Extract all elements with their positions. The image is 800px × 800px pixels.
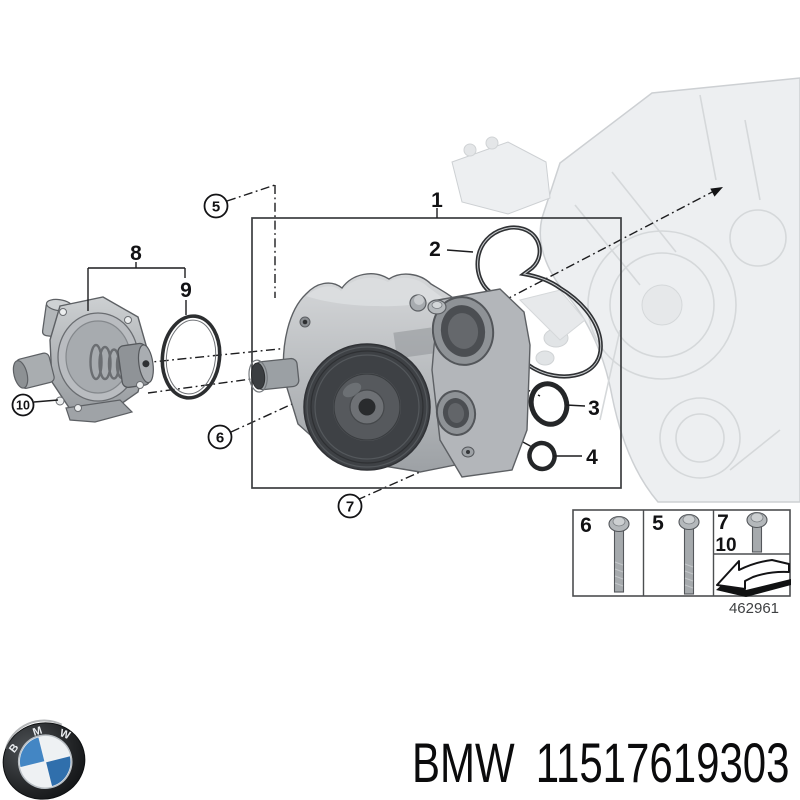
bracket-8 [87,262,186,311]
legend-cell-7-10: 7 10 [715,511,791,597]
o-ring-3 [528,381,570,427]
arrowhead [710,187,723,197]
legend-cell-6: 6 [580,514,630,593]
pulley [303,343,431,471]
logo-letter-w: W [58,727,72,742]
callout-1: 1 [431,189,443,212]
callout-8: 8 [130,242,142,265]
o-ring-9 [160,314,222,400]
thermostat-plug [117,342,154,389]
flange-foot [65,399,134,423]
callout-9: 9 [180,279,192,302]
bmw-roundel-logo: B M W [2,719,86,800]
legend-cell-5: 5 [652,512,700,595]
o-ring-4 [527,440,557,472]
inlet-nozzle [248,357,300,393]
legend-box: 6 5 7 10 [572,509,791,617]
callout-5: 5 [212,199,220,216]
short-bolt-icon [746,511,768,553]
brand-text: BMW [412,732,515,794]
long-bolt-icon [608,515,630,593]
part-number-text: BMW 11517619303 [412,732,790,794]
svg-text:7: 7 [717,511,729,534]
callout-2: 2 [429,238,441,261]
part-number: 11517619303 [536,732,790,794]
drawing-number: 462961 [729,600,779,617]
installed-bolt-head [427,299,447,315]
callout-3: 3 [588,397,600,420]
engine-block [451,77,800,503]
left-arrow-icon [716,559,791,597]
lower-port [435,390,477,436]
thermostat [12,296,154,423]
logo-letter-m: M [31,725,43,739]
water-pump [248,273,531,478]
svg-text:5: 5 [652,512,664,535]
callout-6: 6 [216,430,224,447]
callout-7: 7 [346,499,354,516]
callout-10: 10 [16,399,30,413]
callouts: 1 2 3 4 8 9 5 6 7 10 [11,189,600,519]
leader-lines [33,208,586,457]
left-stub [12,352,55,389]
long-bolt-icon [678,513,700,595]
svg-text:6: 6 [580,514,592,537]
upper-port [431,296,495,366]
callout-4: 4 [586,446,598,469]
svg-text:10: 10 [715,535,736,556]
